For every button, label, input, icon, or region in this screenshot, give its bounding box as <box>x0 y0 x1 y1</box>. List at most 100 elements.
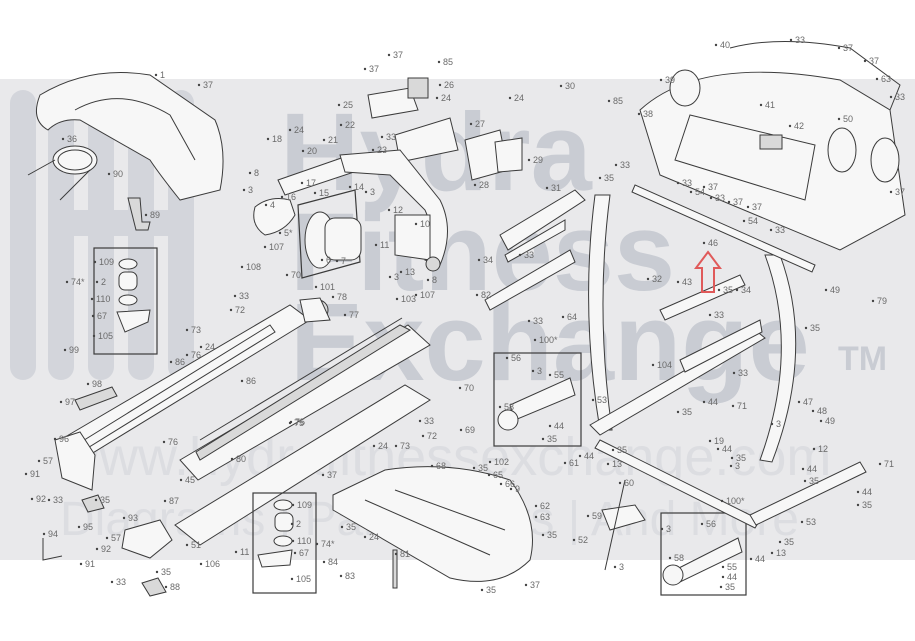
part-callout-92[interactable]: 92 <box>101 544 111 554</box>
part-callout-105[interactable]: 105 <box>98 331 113 341</box>
part-callout-42[interactable]: 42 <box>794 121 804 131</box>
crossbar-part[interactable] <box>392 549 398 589</box>
part-callout-24[interactable]: 24 <box>378 441 388 451</box>
part-callout-63[interactable]: 63 <box>881 74 891 84</box>
part-callout-37[interactable]: 37 <box>327 470 337 480</box>
part-callout-33[interactable]: 33 <box>620 160 630 170</box>
part-callout-44[interactable]: 44 <box>807 464 817 474</box>
part-callout-3[interactable]: 3 <box>370 187 375 197</box>
part-callout-110[interactable]: 110 <box>297 536 311 546</box>
part-callout-67[interactable]: 67 <box>97 311 107 321</box>
part-callout-3[interactable]: 3 <box>776 419 781 429</box>
part-callout-47[interactable]: 47 <box>803 397 813 407</box>
part-callout-82[interactable]: 82 <box>481 290 491 300</box>
deck-rail-part[interactable] <box>195 317 412 461</box>
part-callout-70[interactable]: 70 <box>464 383 474 393</box>
part-callout-41[interactable]: 41 <box>765 100 775 110</box>
part-callout-35[interactable]: 35 <box>862 500 872 510</box>
base-frame-part[interactable] <box>589 329 867 529</box>
speaker-grille-part[interactable] <box>669 69 900 183</box>
part-callout-44[interactable]: 44 <box>584 451 594 461</box>
part-callout-3[interactable]: 3 <box>619 562 624 572</box>
part-callout-85[interactable]: 85 <box>613 96 623 106</box>
part-callout-33[interactable]: 33 <box>386 132 396 142</box>
part-callout-44[interactable]: 44 <box>554 421 564 431</box>
part-callout-18[interactable]: 18 <box>272 134 282 144</box>
part-callout-3[interactable]: 3 <box>394 272 399 282</box>
crossbar-46-part[interactable] <box>631 184 816 273</box>
console-overlay-part[interactable] <box>674 114 816 201</box>
clip-part[interactable] <box>127 197 151 231</box>
part-callout-13[interactable]: 13 <box>776 548 786 558</box>
rear-endcap-left-part[interactable] <box>54 431 96 491</box>
part-callout-109[interactable]: 109 <box>99 257 114 267</box>
part-callout-35[interactable]: 35 <box>547 530 557 540</box>
handrail-right-part[interactable] <box>484 189 586 311</box>
part-callout-80[interactable]: 80 <box>236 454 246 464</box>
part-callout-51[interactable]: 51 <box>191 540 201 550</box>
rear-roller-part[interactable] <box>174 384 431 546</box>
part-callout-33[interactable]: 33 <box>682 178 692 188</box>
part-callout-98[interactable]: 98 <box>92 379 102 389</box>
deck-strip-part[interactable] <box>74 386 118 411</box>
part-callout-33[interactable]: 33 <box>533 316 543 326</box>
part-callout-108[interactable]: 108 <box>246 262 261 272</box>
part-callout-11[interactable]: 11 <box>240 547 249 557</box>
part-callout-37[interactable]: 37 <box>369 64 379 74</box>
part-callout-73[interactable]: 73 <box>191 325 201 335</box>
part-callout-22[interactable]: 22 <box>345 120 355 130</box>
part-callout-67[interactable]: 67 <box>299 548 309 558</box>
part-callout-3[interactable]: 3 <box>537 366 542 376</box>
console-back-part[interactable] <box>729 41 901 111</box>
part-callout-89[interactable]: 89 <box>150 210 160 220</box>
part-callout-35[interactable]: 35 <box>161 567 171 577</box>
part-callout-81[interactable]: 81 <box>400 549 410 559</box>
part-callout-34[interactable]: 34 <box>483 255 493 265</box>
part-callout-33[interactable]: 33 <box>775 225 785 235</box>
part-callout-109[interactable]: 109 <box>297 500 312 510</box>
part-callout-3[interactable]: 3 <box>735 461 740 471</box>
part-callout-33[interactable]: 33 <box>524 250 534 260</box>
base-pan-part[interactable] <box>332 466 533 582</box>
part-callout-39[interactable]: 39 <box>665 75 675 85</box>
part-callout-12[interactable]: 12 <box>393 205 403 215</box>
part-callout-35[interactable]: 35 <box>736 453 746 463</box>
part-callout-25[interactable]: 25 <box>343 100 353 110</box>
part-callout-19[interactable]: 19 <box>714 436 724 446</box>
part-callout-35[interactable]: 35 <box>784 537 794 547</box>
part-callout-27[interactable]: 27 <box>475 119 485 129</box>
part-callout-24[interactable]: 24 <box>441 93 451 103</box>
part-callout-17[interactable]: 17 <box>306 178 316 188</box>
part-callout-45[interactable]: 45 <box>185 475 195 485</box>
drive-motor-part[interactable] <box>297 189 362 279</box>
part-callout-96[interactable]: 96 <box>59 434 69 444</box>
part-callout-33[interactable]: 33 <box>738 368 748 378</box>
part-callout-75[interactable]: 75 <box>294 418 304 428</box>
part-callout-57[interactable]: 57 <box>111 533 121 543</box>
part-callout-90[interactable]: 90 <box>113 169 123 179</box>
motor-frame-part[interactable] <box>277 149 448 266</box>
isolator-kit-inset-top[interactable] <box>93 247 158 355</box>
part-callout-44[interactable]: 44 <box>755 554 765 564</box>
part-callout-38[interactable]: 38 <box>643 109 653 119</box>
part-callout-93[interactable]: 93 <box>128 513 138 523</box>
part-callout-55[interactable]: 55 <box>727 562 737 572</box>
part-callout-76[interactable]: 76 <box>168 437 178 447</box>
part-callout-62[interactable]: 62 <box>540 501 550 511</box>
part-callout-68[interactable]: 68 <box>436 461 446 471</box>
part-callout-33[interactable]: 33 <box>116 577 126 587</box>
rear-endcap-right-part[interactable] <box>121 519 173 559</box>
part-callout-74-star[interactable]: 74* <box>71 277 85 287</box>
part-callout-77[interactable]: 77 <box>349 310 359 320</box>
part-callout-3[interactable]: 3 <box>666 524 671 534</box>
part-callout-6[interactable]: 6 <box>326 255 331 265</box>
part-callout-49[interactable]: 49 <box>825 416 835 426</box>
part-callout-106[interactable]: 106 <box>205 559 220 569</box>
part-callout-79[interactable]: 79 <box>877 296 887 306</box>
part-callout-91[interactable]: 91 <box>85 559 95 569</box>
part-callout-26[interactable]: 26 <box>444 80 454 90</box>
part-callout-33[interactable]: 33 <box>795 35 805 45</box>
part-callout-8[interactable]: 8 <box>432 275 437 285</box>
part-callout-78[interactable]: 78 <box>337 292 347 302</box>
part-callout-37[interactable]: 37 <box>869 56 879 66</box>
